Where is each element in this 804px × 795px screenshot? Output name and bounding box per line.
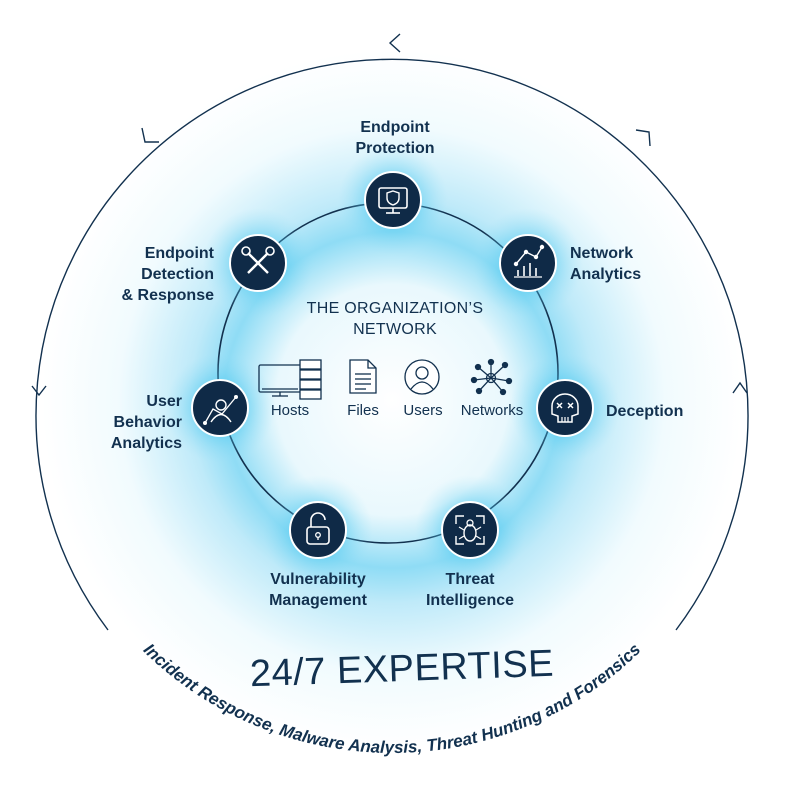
network-icon — [470, 358, 513, 396]
asset-label-files: Files — [347, 402, 379, 419]
monitor-shield-icon — [364, 171, 422, 229]
arrow-icon — [635, 129, 651, 147]
arrow-icon — [732, 381, 748, 394]
user-icon — [404, 359, 440, 395]
arrow-icon — [388, 33, 401, 53]
analytics-chart-icon — [499, 234, 557, 292]
file-icon — [349, 359, 377, 394]
asset-label-hosts: Hosts — [270, 402, 310, 419]
arrow-icon — [141, 127, 159, 143]
outer-cycle-ring — [31, 33, 749, 631]
user-behavior-icon — [191, 379, 249, 437]
arrow-icon — [31, 385, 47, 397]
node-label-deception: Deception — [606, 403, 684, 420]
skull-icon — [536, 379, 594, 437]
bug-scan-icon — [441, 501, 499, 559]
asset-label-networks: Networks — [460, 402, 524, 419]
hosts-icon — [258, 359, 322, 400]
asset-label-users: Users — [403, 402, 443, 419]
padlock-icon — [289, 501, 347, 559]
tools-icon — [229, 234, 287, 292]
